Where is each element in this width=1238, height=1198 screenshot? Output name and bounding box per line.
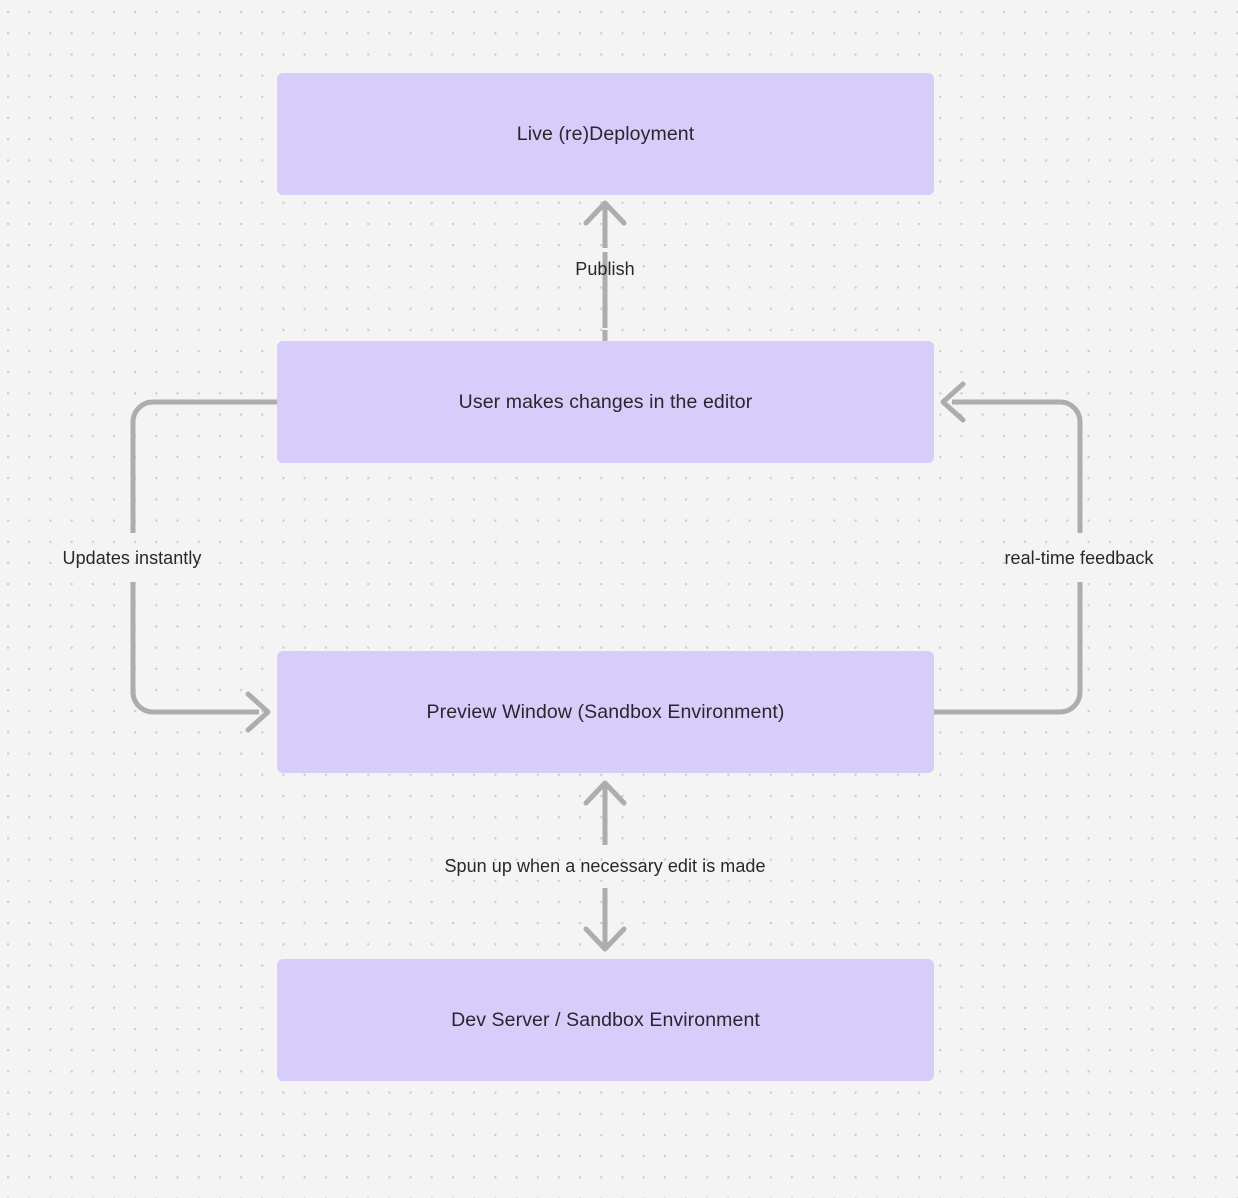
node-live-deployment[interactable]: Live (re)Deployment [277,73,934,195]
arrowhead-down-spun-up [583,926,627,952]
edge-label-real-time-feedback: real-time feedback [1004,548,1154,568]
node-label-user-edits: User makes changes in the editor [458,390,753,413]
node-label-live-deployment: Live (re)Deployment [516,122,695,145]
node-preview-window[interactable]: Preview Window (Sandbox Environment) [277,651,934,773]
edge-label-publish: Publish [575,259,635,279]
arrowhead-up-spun-up [583,780,627,806]
arrowhead-up-publish [583,200,627,226]
edge-label-updates-instantly: Updates instantly [62,548,202,568]
edge-label-spun-up: Spun up when a necessary edit is made [444,856,766,876]
node-dev-server[interactable]: Dev Server / Sandbox Environment [277,959,934,1081]
node-label-dev-server: Dev Server / Sandbox Environment [451,1008,760,1031]
node-label-preview-window: Preview Window (Sandbox Environment) [426,700,785,723]
arrowhead-right-updates-instantly [245,691,271,733]
arrowhead-left-real-time-feedback [940,381,966,423]
node-user-edits[interactable]: User makes changes in the editor [277,341,934,463]
